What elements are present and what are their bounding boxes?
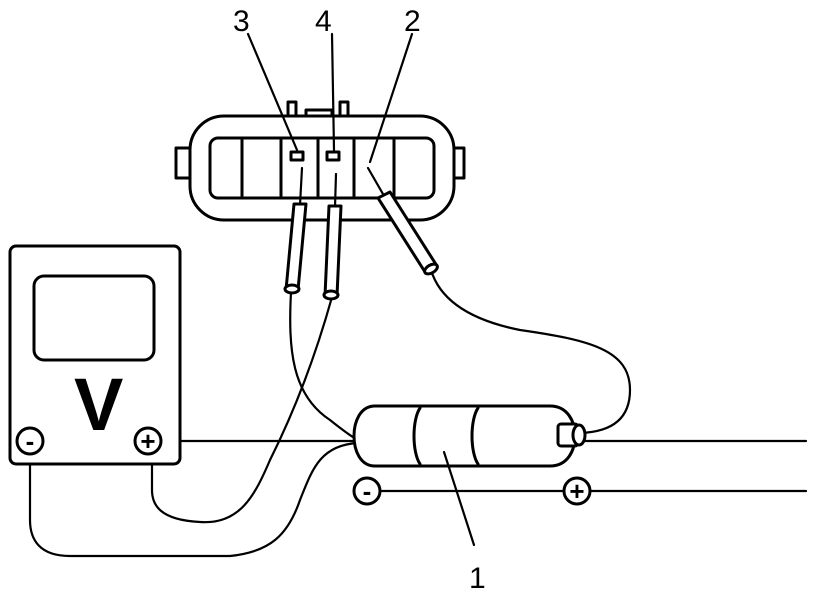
connector-tab-right	[338, 100, 350, 120]
meter-pos-terminal	[133, 426, 163, 456]
label-3: 3	[233, 5, 250, 38]
label-2: 2	[404, 5, 421, 38]
terminal-4-slot	[325, 150, 341, 162]
probe-terminal-4	[322, 172, 343, 301]
wire-terminal-4	[150, 295, 334, 524]
connector-tab-left	[286, 100, 298, 120]
connector-shell	[188, 114, 456, 222]
voltmeter-display	[32, 274, 156, 362]
meter-neg-sign: -	[26, 426, 35, 456]
terminal-3-slot	[289, 150, 305, 162]
meter-pos-sign: +	[140, 426, 155, 456]
cylinder-band-1	[412, 406, 422, 466]
component-1	[352, 404, 587, 468]
probe-terminal-3	[283, 166, 308, 295]
battery-neg-sign: -	[363, 476, 372, 506]
meter-neg-terminal	[15, 426, 45, 456]
probe-terminal-2	[366, 166, 439, 276]
leader-4	[330, 32, 336, 152]
connector	[174, 100, 466, 222]
wire-meter-neg	[28, 441, 360, 558]
label-1: 1	[469, 562, 486, 595]
leader-2	[368, 32, 414, 164]
connector-cavity	[208, 136, 436, 200]
voltmeter-body	[8, 244, 182, 466]
battery-pos-sign: +	[569, 476, 584, 506]
voltmeter: V - +	[8, 244, 182, 466]
cylinder-terminal-end	[571, 423, 587, 447]
leader-1	[442, 450, 476, 547]
cylinder-band-2	[470, 406, 480, 466]
cylinder-body	[352, 404, 577, 468]
wire-terminal-2	[429, 268, 632, 435]
voltmeter-symbol: V	[74, 363, 123, 446]
leader-3	[246, 32, 299, 152]
wire-terminal-3	[289, 290, 360, 442]
label-4: 4	[315, 5, 332, 38]
battery-neg-terminal	[352, 476, 382, 506]
battery-pos-terminal	[562, 476, 592, 506]
